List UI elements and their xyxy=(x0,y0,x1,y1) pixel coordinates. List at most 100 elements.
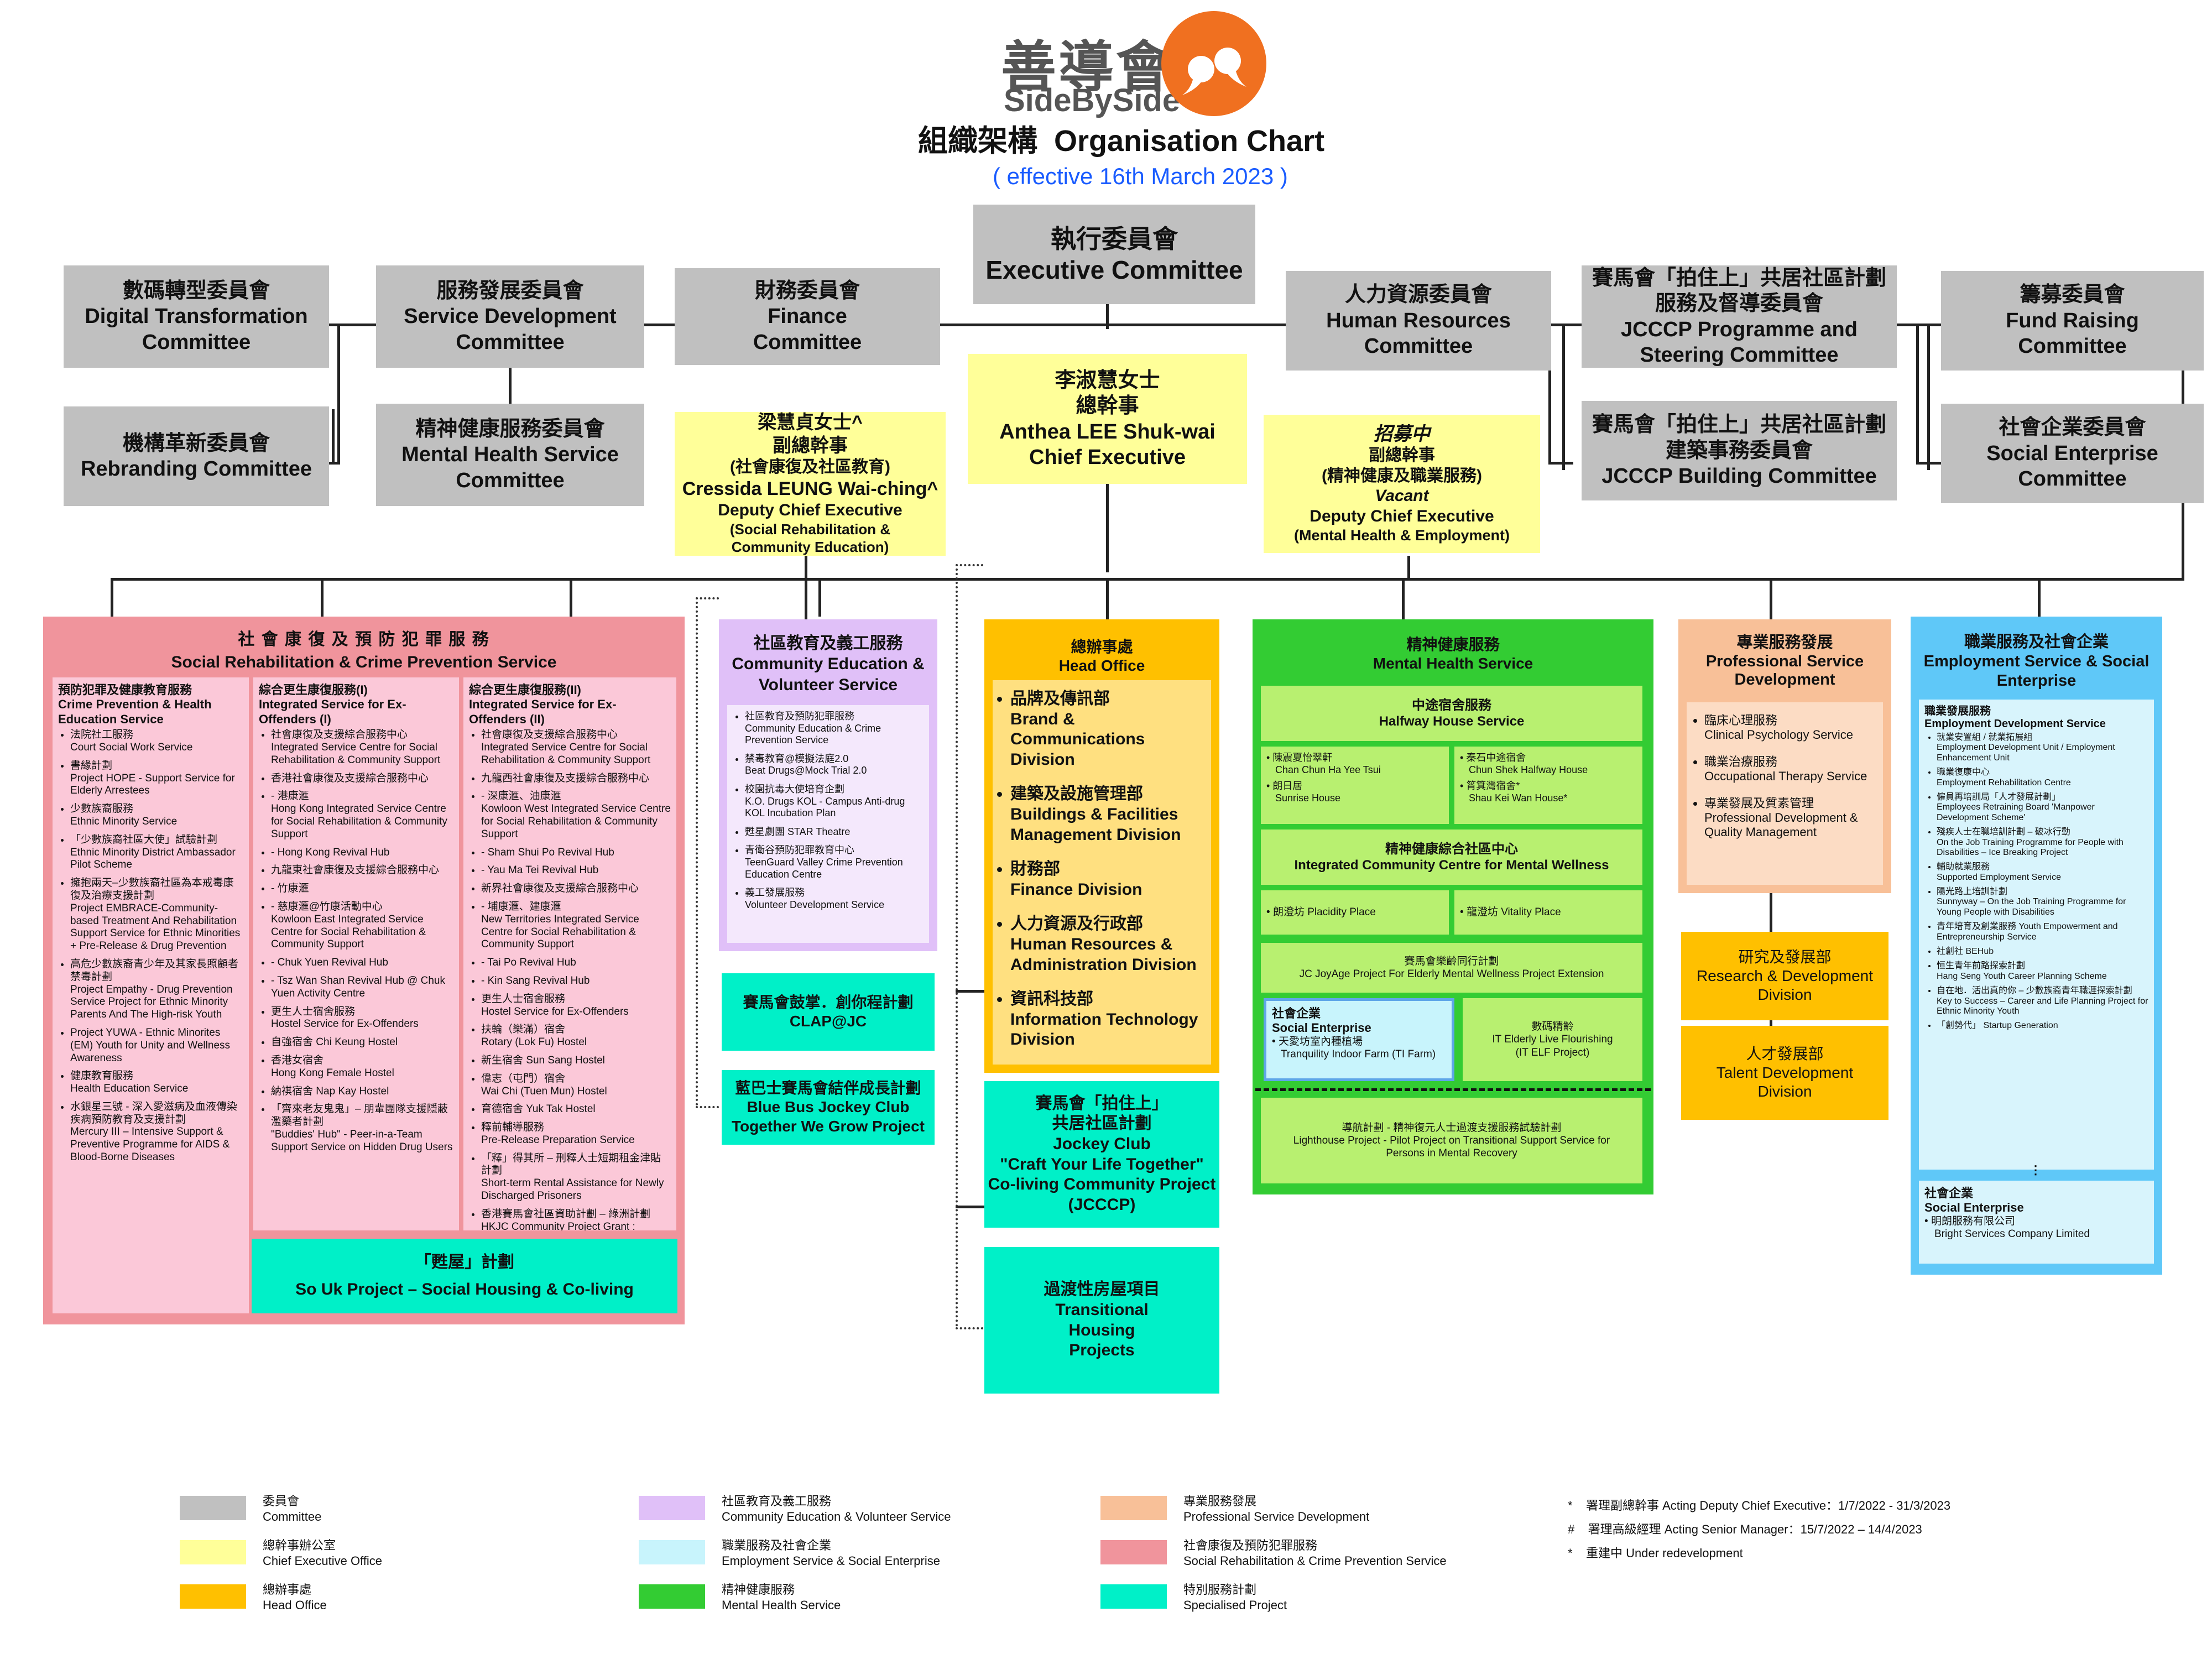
list-item-zh: 水銀星三號 - 深入愛滋病及血液傳染疾病預防教育及支援計劃 xyxy=(70,1100,237,1125)
list-item-zh: 法院社工服務 xyxy=(70,729,134,741)
dotted-divider xyxy=(1255,1088,1651,1091)
list-item-en: Health Education Service xyxy=(70,1083,189,1095)
connector xyxy=(805,556,807,581)
connector xyxy=(1770,893,1772,932)
list-item-en: Information Technology Division xyxy=(1010,1010,1198,1049)
list-item-en: Volunteer Development Service xyxy=(745,899,885,910)
list-item-zh: 社區教育及預防犯罪服務 xyxy=(745,711,854,722)
list-item-en: Beat Drugs@Mock Trial 2.0 xyxy=(745,765,867,776)
connector xyxy=(66,324,2182,326)
list-item-en: "Buddies' Hub" - Peer-in-a-Team Support … xyxy=(271,1128,453,1153)
list-item-en: Rotary (Lok Fu) Hostel xyxy=(481,1036,587,1048)
list-item-en: Integrated Service Centre for Social Reh… xyxy=(271,741,441,766)
legend-swatch xyxy=(639,1496,705,1520)
list-item-en: Integrated Service Centre for Social Reh… xyxy=(481,741,651,766)
list-item: 「齊來老友鬼鬼」– 朋輩團隊支援隱蔽濫藥者計劃"Buddies' Hub" - … xyxy=(271,1103,453,1154)
list-item-en: Short-term Rental Assistance for Newly D… xyxy=(481,1177,664,1202)
list-item-zh: - Sham Shui Po Revival Hub xyxy=(481,846,614,858)
list-item-en: Hong Kong Integrated Service Centre for … xyxy=(271,803,447,840)
logo-mark-icon xyxy=(1161,11,1266,116)
list-item-zh: 自在地．活出真的你 – 少數族裔青年職涯探索計劃 xyxy=(1937,986,2132,996)
list-item-zh: 職業治療服務 xyxy=(1704,754,1778,769)
connector xyxy=(1916,324,1919,465)
connector xyxy=(1562,324,1565,470)
list-item-zh: 品牌及傳訊部 xyxy=(1010,690,1110,708)
list-item-en: Employment Development Unit / Employment… xyxy=(1937,743,2115,763)
list-item-en: K.O. Drugs KOL - Campus Anti-drug KOL In… xyxy=(745,795,905,819)
legend-swatch xyxy=(1100,1496,1167,1520)
dotted-connector xyxy=(956,1327,983,1329)
list-item-zh: 更生人士宿舍服務 xyxy=(481,993,566,1005)
list-item-zh: 輔助就業服務 xyxy=(1937,862,1990,872)
connector xyxy=(1106,304,1109,329)
list-item-zh: 校園抗毒大使培育企劃 xyxy=(745,783,844,795)
list-item-zh: 香港賽馬會社區資助計劃 – 綠洲計劃 xyxy=(481,1208,651,1220)
list-item-en: Buildings & Facilities Management Divisi… xyxy=(1010,805,1181,844)
list-item: 社創社 BEHub xyxy=(1937,947,2148,957)
list-item-zh: 財務部 xyxy=(1010,860,1060,879)
list-item-en: Employees Retraining Board 'Manpower Dev… xyxy=(1937,802,2095,822)
list-item-zh: 義工發展服務 xyxy=(745,887,805,899)
connector xyxy=(2038,578,2041,622)
list-item-en: TeenGuard Valley Crime Prevention Educat… xyxy=(745,856,903,880)
list-item-zh: 健康教育服務 xyxy=(70,1070,134,1082)
social-rehab-zh: 社 會 康 復 及 預 防 犯 罪 服 務 xyxy=(238,630,490,649)
list-item-en: Project EMBRACE-Community-based Treatmen… xyxy=(70,902,241,952)
list-item-en: Ethnic Minority District Ambassador Pilo… xyxy=(70,846,236,871)
connector xyxy=(1548,324,1551,465)
list-item-zh: 新界社會康復及支援綜合服務中心 xyxy=(481,883,639,895)
list-item-zh: 「少數族裔社區大使」試驗計劃 xyxy=(70,833,218,846)
effective-date: ( effective 16th March 2023 ) xyxy=(993,163,1288,189)
legend-swatch xyxy=(1100,1584,1167,1609)
list-item-zh: 擁抱兩天–少數族裔社區為本戒毒康復及治療支援計劃 xyxy=(70,877,234,901)
list-item-zh: 建築及設施管理部 xyxy=(1010,785,1143,804)
list-item: 僱員再培訓局「人才發展計劃」Employees Retraining Board… xyxy=(1937,792,2148,823)
social-rehab-en: Social Rehabilitation & Crime Prevention… xyxy=(171,653,557,671)
list-item-zh: 專業發展及質素管理 xyxy=(1704,796,1814,810)
list-item-zh: 社創社 BEHub xyxy=(1937,947,1994,957)
list-item-zh: 人力資源及行政部 xyxy=(1010,915,1143,933)
footnote: # 署理高級經理 Acting Senior Manager：15/7/2022… xyxy=(1568,1522,1922,1536)
list-item: 納祺宿舍 Nap Kay Hostel xyxy=(271,1086,453,1098)
connector xyxy=(111,578,113,617)
list-item: 香港社會康復及支援綜合服務中心 xyxy=(271,773,453,785)
